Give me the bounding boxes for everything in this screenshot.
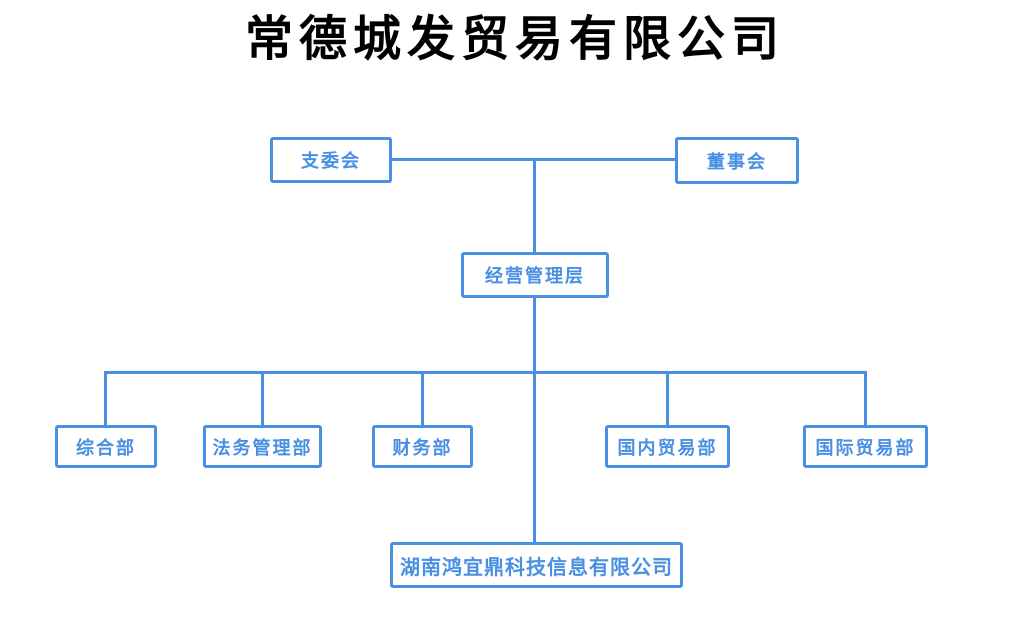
connector-top-horizontal <box>392 158 675 161</box>
connector-distribution-horizontal <box>104 371 867 374</box>
node-subsidiary-company: 湖南鸿宜鼎科技信息有限公司 <box>390 542 683 588</box>
connector-drop-international-trade <box>864 373 867 426</box>
node-domestic-trade-department: 国内贸易部 <box>605 425 730 468</box>
node-branch-committee: 支委会 <box>270 137 392 183</box>
org-chart-title: 常德城发贸易有限公司 <box>244 13 785 66</box>
node-international-trade-department: 国际贸易部 <box>803 425 928 468</box>
node-finance-department: 财务部 <box>372 425 473 468</box>
node-general-department: 综合部 <box>55 425 157 468</box>
connector-drop-general <box>104 373 107 426</box>
node-management-layer: 经营管理层 <box>461 252 609 298</box>
connector-drop-finance <box>421 373 424 426</box>
connector-management-to-subsidiary <box>533 297 536 543</box>
connector-drop-domestic-trade <box>666 373 669 426</box>
node-board-of-directors: 董事会 <box>675 137 799 184</box>
connector-drop-legal <box>261 373 264 426</box>
connector-top-to-management <box>533 160 536 253</box>
node-legal-management-department: 法务管理部 <box>203 425 322 468</box>
